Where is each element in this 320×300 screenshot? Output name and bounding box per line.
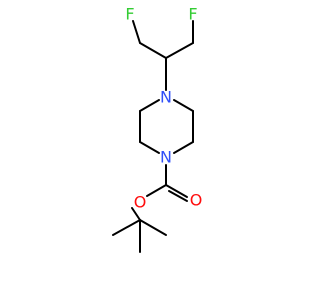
bond-tbu-methyl-right [139,219,167,236]
bond-ring-n-top-upper-left [139,99,160,112]
nitrogen-top-label: N [160,88,172,107]
oxygen-ester-label: O [134,193,147,212]
bond-ring-lower-left-n-bottom [139,141,160,154]
oxygen-carbonyl-label: O [190,191,203,210]
bond-ring-n-top-upper-right [173,99,194,112]
bond-ch2-left-ch [139,42,167,59]
bond-tbu-methyl-left [112,219,141,236]
bond-ch2-right-ch [165,42,194,59]
fluorine-left-label: F [125,5,134,24]
chemical-structure: F F N N O O [112,5,203,253]
bond-ring-lower-right-n-bottom [173,141,194,154]
fluorine-right-label: F [188,5,197,24]
bond-carbonyl-ester-oxygen [146,184,167,197]
bond-ester-oxygen-tbu [131,207,141,221]
bond-fluorine-left-ch2 [132,20,141,44]
bond-carbonyl-double-2 [168,190,188,202]
nitrogen-bottom-label: N [160,148,172,167]
bond-carbonyl-double-1 [165,184,188,198]
bond-group [112,20,194,253]
